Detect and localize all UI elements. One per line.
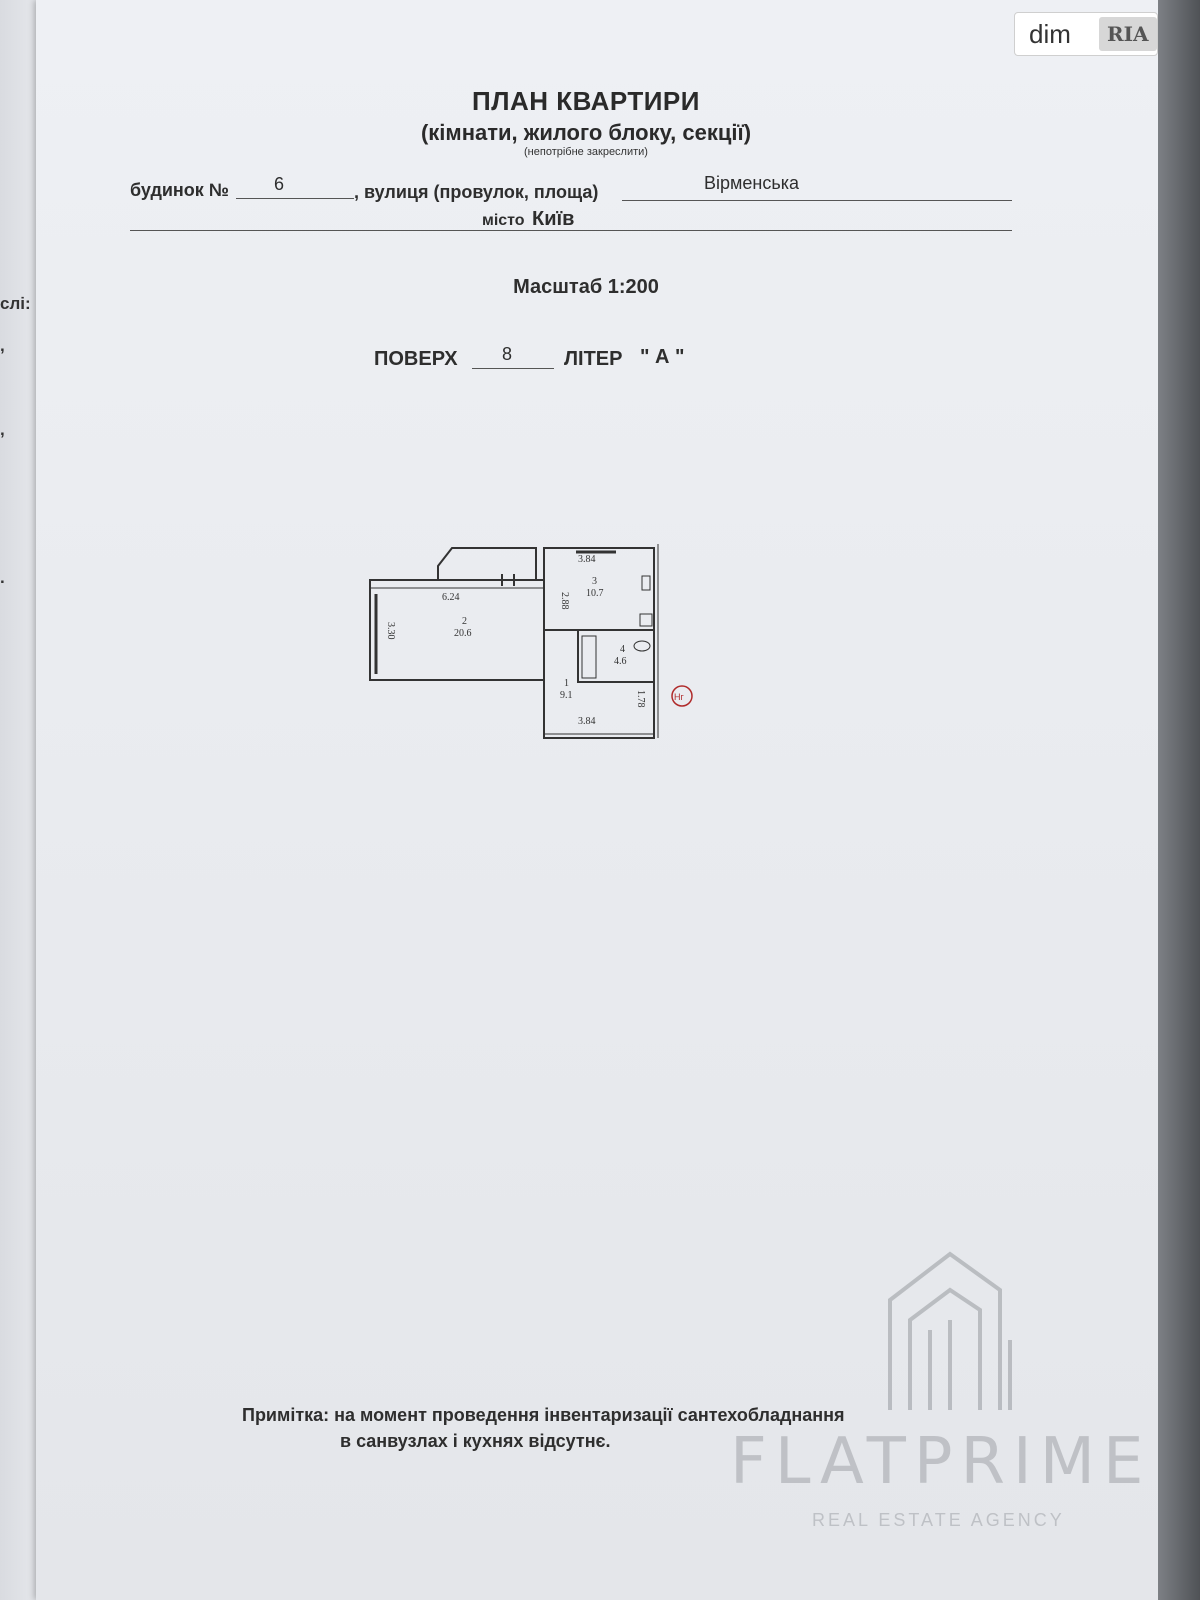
footnote: Примітка: на момент проведення інвентари… — [242, 1402, 845, 1454]
street-value: Вірменська — [704, 173, 800, 193]
page-title: ПЛАН КВАРТИРИ — [472, 86, 700, 116]
city-line — [130, 230, 1012, 231]
balcony-outline — [437, 547, 537, 580]
street-label: , вулиця (провулок, площа) — [354, 182, 599, 202]
room-1-number: 1 — [564, 678, 569, 689]
room-4-number: 4 — [620, 644, 625, 655]
floor-label: ПОВЕРХ — [374, 348, 458, 370]
page-subtitle: (кімнати, жилого блоку, секції) — [420, 120, 752, 145]
letter-label: ЛІТЕР — [564, 348, 623, 370]
dim-room1-side: 1.78 — [635, 690, 646, 708]
dim-room1-bottom: 3.84 — [578, 716, 596, 727]
ria-badge-text: RIA — [1099, 17, 1157, 51]
flatprime-tagline: REAL ESTATE AGENCY — [812, 1510, 1065, 1530]
floor-line — [472, 368, 554, 369]
room-4-area: 4.6 — [614, 656, 627, 667]
room-1-area: 9.1 — [560, 690, 573, 701]
room-2-area: 20.6 — [454, 628, 472, 639]
dim-room2-side: 3.30 — [385, 622, 396, 640]
dim-room3-top: 3.84 — [578, 554, 596, 565]
room-2-number: 2 — [462, 616, 467, 627]
footnote-line-2: в санвузлах і кухнях відсутнє. — [340, 1431, 611, 1451]
house-label: будинок № — [130, 180, 229, 200]
flatprime-watermark: FLATPRIME — [730, 1425, 1152, 1499]
floor-plan: 3.84 2.88 3 10.7 6.24 3.30 2 20.6 4 4.6 … — [369, 544, 693, 739]
letter-value: " А " — [640, 346, 685, 368]
street-line — [622, 200, 1012, 201]
scale-label: Масштаб 1:200 — [513, 276, 659, 298]
dim-room2-top: 6.24 — [442, 592, 460, 603]
room-3-area: 10.7 — [586, 588, 604, 599]
subtitle-note: (непотрібне закреслити) — [524, 146, 648, 158]
footnote-line-1: Примітка: на момент проведення інвентари… — [242, 1405, 845, 1425]
house-line — [236, 198, 354, 199]
house-number: 6 — [274, 174, 285, 194]
gas-marker-label: Нг — [674, 692, 684, 702]
cut-text-1: слі: — [0, 294, 31, 313]
cut-text-3: , — [0, 420, 5, 439]
flatprime-logo-icon — [888, 1251, 1012, 1410]
cut-text-4: . — [0, 568, 5, 587]
cut-text-2: , — [0, 336, 5, 355]
room-1-outline — [543, 629, 655, 739]
paper-underlay: слі: , , . — [0, 0, 40, 1600]
city-label: місто — [482, 212, 525, 229]
floor-value: 8 — [502, 344, 513, 364]
background-edge — [1158, 0, 1200, 1600]
dim-room3-side: 2.88 — [559, 592, 570, 610]
document-page: ПЛАН КВАРТИРИ (кімнати, жилого блоку, се… — [36, 0, 1158, 1600]
room-3-number: 3 — [592, 576, 597, 587]
dim-badge-text: dim — [1029, 18, 1071, 49]
city-value: Київ — [532, 208, 575, 230]
dim-ria-badge[interactable]: dim RIA — [1014, 12, 1158, 56]
gas-marker-icon — [671, 685, 693, 707]
